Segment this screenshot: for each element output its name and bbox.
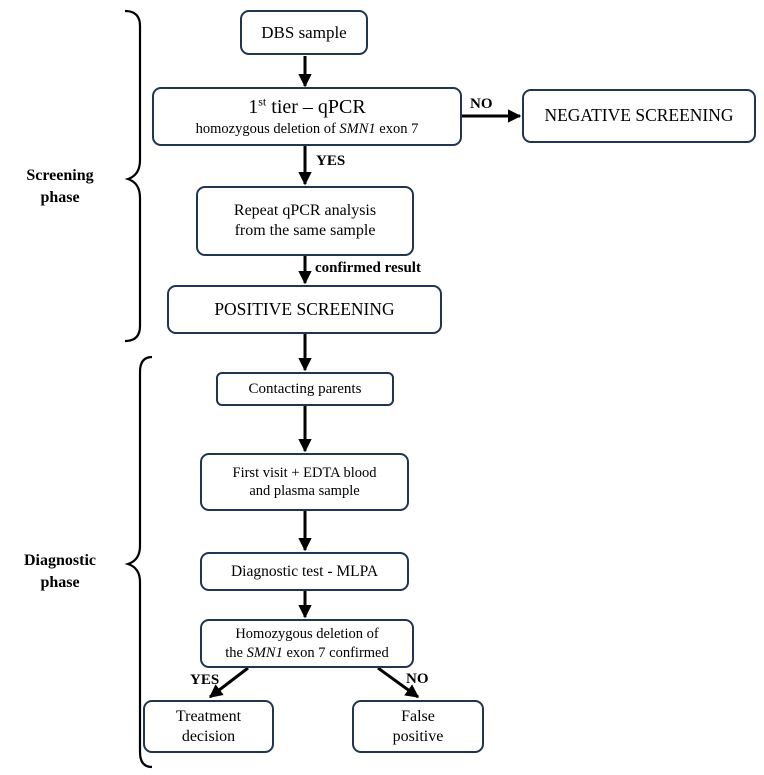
homozygous-deletion-box: Homozygous deletion of the SMN1 exon 7 c… <box>200 619 414 668</box>
repeat-qpcr-box: Repeat qPCR analysis from the same sampl… <box>196 186 414 256</box>
first-tier-qpcr-box: 1st tier – qPCR homozygous deletion of S… <box>152 87 462 146</box>
homozygous-line2: the SMN1 exon 7 confirmed <box>225 644 389 661</box>
negative-screening-text: NEGATIVE SCREENING <box>544 105 734 126</box>
contacting-parents-text: Contacting parents <box>248 380 362 397</box>
edge-label-confirmed: confirmed result <box>315 260 421 276</box>
diagnostic-brace <box>124 355 153 769</box>
positive-screening-box: POSITIVE SCREENING <box>167 285 442 334</box>
diagnostic-test-box: Diagnostic test - MLPA <box>200 552 409 591</box>
negative-screening-box: NEGATIVE SCREENING <box>522 89 756 143</box>
screening-brace <box>124 9 142 343</box>
edge-label-no-top: NO <box>470 96 493 112</box>
false-positive-box: False positive <box>352 700 484 753</box>
arrow-homozygous-to-treatment <box>208 666 249 699</box>
first-tier-subtitle: homozygous deletion of SMN1 exon 7 <box>195 120 419 137</box>
screening-phase-label: Screening phase <box>26 167 94 206</box>
diagnostic-phase-label: Diagnostic phase <box>24 552 96 591</box>
diagnostic-test-text: Diagnostic test - MLPA <box>230 562 379 580</box>
first-tier-title: 1st tier – qPCR <box>248 94 366 118</box>
contacting-parents-box: Contacting parents <box>216 372 394 406</box>
edge-label-no-bottom: NO <box>406 671 429 687</box>
first-visit-box: First visit + EDTA blood and plasma samp… <box>200 453 409 511</box>
edge-label-yes-top: YES <box>316 153 346 169</box>
dbs-sample-box: DBS sample <box>240 10 368 55</box>
arrow-homozygous-to-false-positive <box>377 666 420 699</box>
positive-screening-text: POSITIVE SCREENING <box>214 298 395 319</box>
treatment-decision-box: Treatment decision <box>143 700 274 753</box>
edge-label-yes-bottom: YES <box>190 672 220 688</box>
dbs-sample-text: DBS sample <box>261 22 347 42</box>
